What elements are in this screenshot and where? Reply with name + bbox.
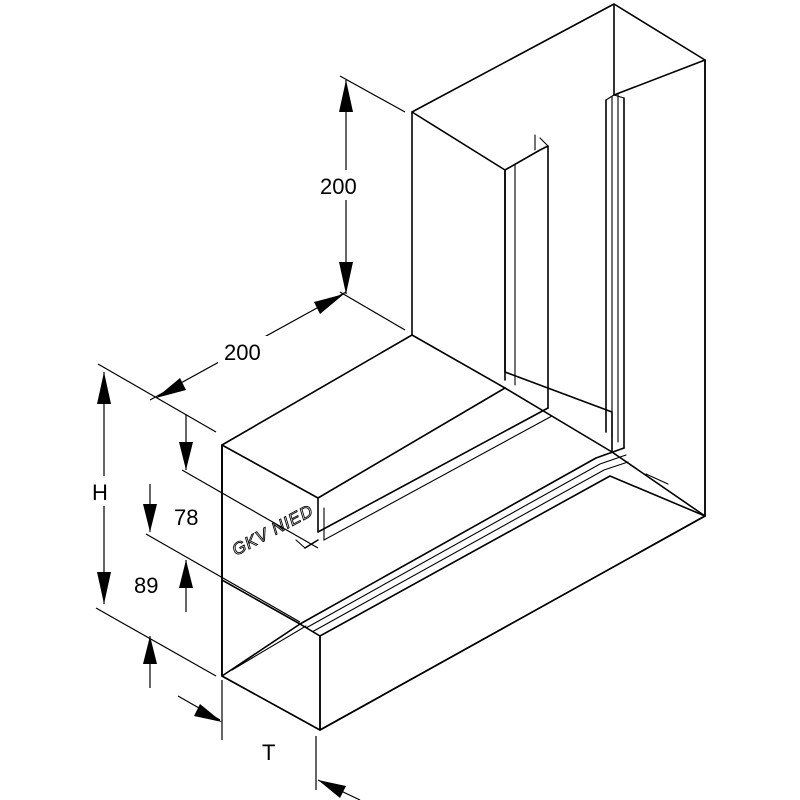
h-label-backdrop [88, 476, 118, 506]
horizontal-leg: GKV NIED [221, 59, 706, 731]
vertical-leg-lip-tab-2 [539, 137, 549, 147]
vertical-leg-top-edge [613, 59, 706, 96]
dimension-89: 89 [134, 484, 301, 688]
78-extension-line [181, 469, 319, 549]
89-arrow-up [143, 636, 157, 664]
dimension-height-h: H [88, 372, 217, 677]
89-arrow-down [143, 504, 157, 532]
arrow-up [339, 80, 353, 112]
label-backdrop-2 [218, 336, 276, 366]
vertical-leg [411, 3, 706, 517]
h-arrow-up [97, 372, 111, 404]
dimension-label-t: T [262, 740, 275, 765]
dimension-78: 78 [174, 414, 319, 612]
rib-top [605, 94, 625, 101]
ridge-line-3 [311, 461, 629, 633]
t-arrow-left [194, 704, 222, 722]
vertical-leg-lip [504, 145, 549, 409]
dimension-label-78: 78 [174, 505, 198, 530]
t-arrow-right [318, 780, 346, 798]
78-arrow-down [179, 442, 193, 470]
channel-front-lip [317, 407, 549, 533]
extension-line-top [339, 75, 406, 113]
78-arrow-up [179, 560, 193, 588]
dimension-thickness-t: T [177, 680, 361, 800]
arrow-down [339, 262, 353, 294]
dimension-label-89: 89 [134, 573, 158, 598]
extension-line-bottom [339, 291, 406, 331]
arrow-right [314, 294, 344, 314]
dimension-label-horizontal-200: 200 [224, 340, 261, 365]
small-notch [645, 473, 669, 485]
arrow-left [156, 378, 186, 398]
ridge-line-4 [319, 475, 706, 637]
ridge-line-2 [305, 454, 627, 629]
dimension-label-vertical-200: 200 [320, 174, 357, 199]
dimension-vertical-200: 200 [316, 75, 406, 331]
h-arrow-down [97, 572, 111, 604]
dimension-horizontal-200: 200 [97, 291, 347, 433]
bottom-front-edge [319, 515, 706, 731]
label-backdrop [316, 170, 374, 200]
h-extension-line-bottom [95, 607, 217, 677]
89-extension-line [145, 533, 301, 623]
end-face-inner-diagonal-2 [231, 625, 307, 671]
ridge-line-1 [299, 447, 625, 625]
channel-front-lip-2 [323, 415, 553, 541]
end-face-inner-diagonal [221, 623, 301, 677]
extension-line-left [97, 363, 217, 433]
lip-hook-2 [295, 539, 306, 549]
dimension-label-h: H [92, 480, 108, 505]
